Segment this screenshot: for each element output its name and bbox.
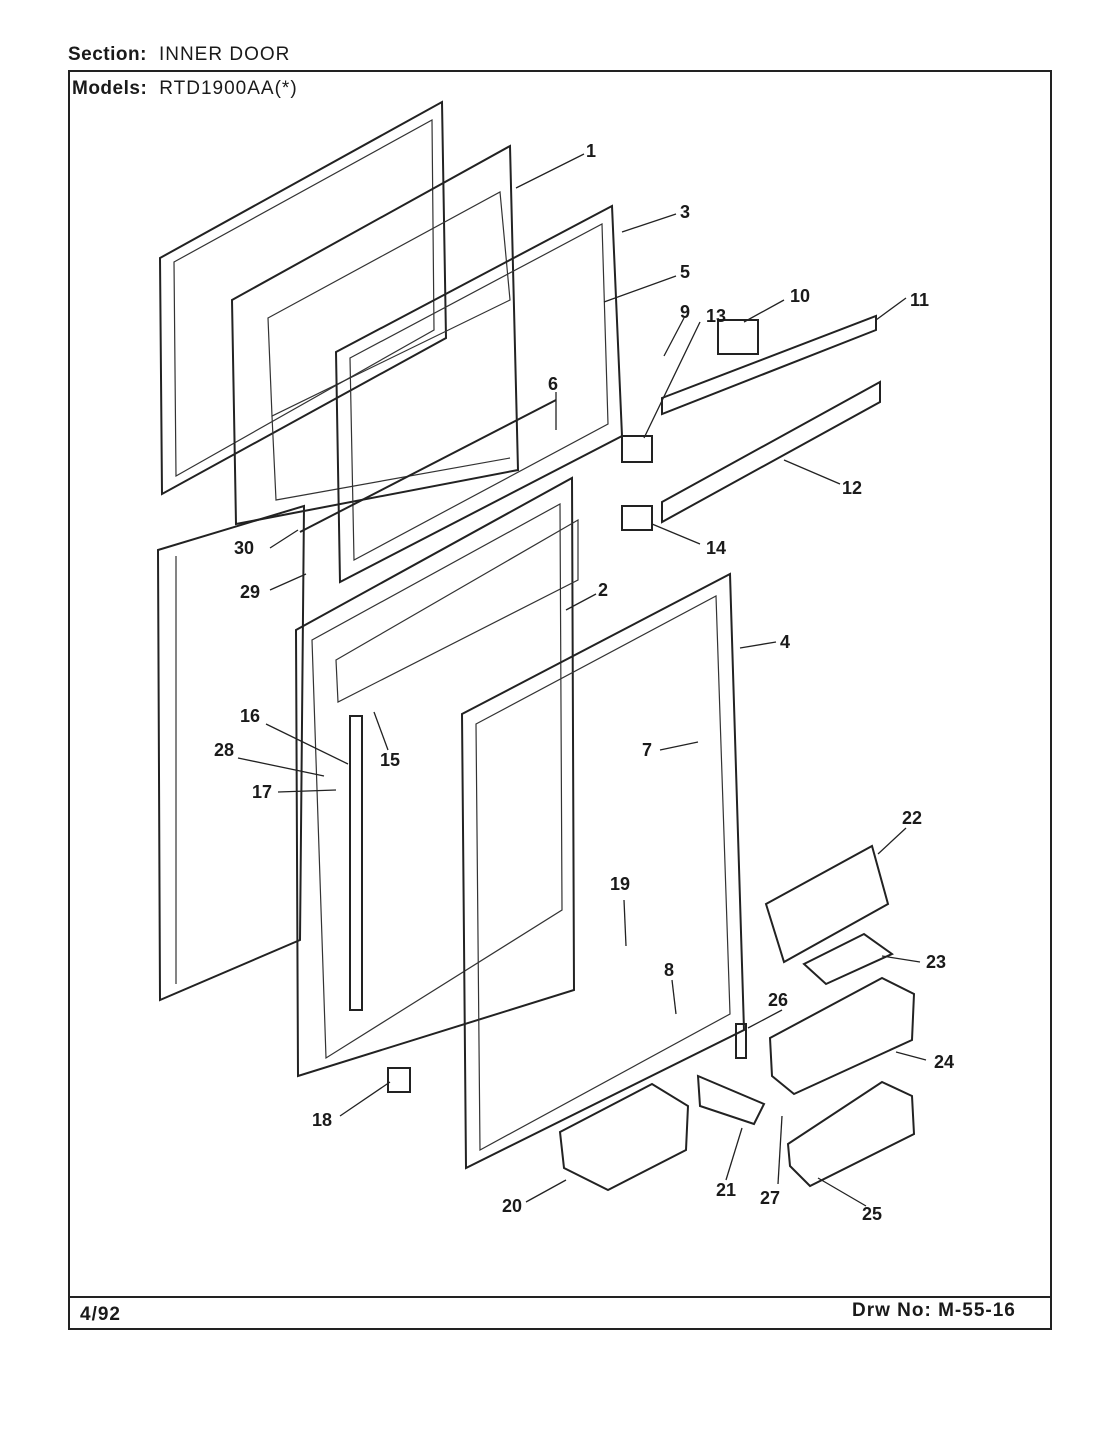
egg-tray-20 [558,1082,690,1192]
callout-30: 30 [234,538,254,558]
footer-drawing-number: Drw No: M-55-16 [852,1300,1016,1321]
callout-21: 21 [716,1180,736,1200]
models-header: Models: RTD1900AA(*) [72,78,298,100]
callout-1: 1 [586,141,596,161]
callout-11: 11 [910,290,929,310]
freezer-outer-door-panel [158,100,448,496]
callout-6: 6 [548,374,558,394]
footer-divider [70,1296,1050,1298]
fresh-food-gasket [460,572,746,1170]
door-hinge-strip [349,715,363,1011]
section-value: INNER DOOR [158,44,291,65]
callout-20: 20 [502,1196,522,1216]
callout-7: 7 [642,740,652,760]
callout-27: 27 [760,1188,780,1208]
callout-17: 17 [252,782,272,802]
callout-8: 8 [664,960,674,980]
callout-15: 15 [380,750,400,770]
callout-2: 2 [598,580,608,600]
fresh-food-inner-liner [294,476,579,1078]
callout-14: 14 [706,538,726,558]
bin-divider-21 [696,1074,766,1126]
shelf-rail-lower [661,380,881,524]
shelf-rail-upper [661,314,877,416]
door-bin-24 [768,976,916,1096]
callout-5: 5 [680,262,690,282]
callout-13: 13 [706,306,726,326]
rail-end-cap-14 [621,505,653,531]
callout-29: 29 [240,582,260,602]
end-cap-18 [387,1067,411,1093]
callout-12: 12 [842,478,862,498]
rail-end-cap-13 [621,435,653,463]
callout-22: 22 [902,808,922,828]
callout-19: 19 [610,874,630,894]
callout-labels: 1 2 3 4 5 6 7 8 9 10 11 12 13 14 15 16 1… [214,141,954,1224]
fresh-food-outer-door-panel [156,504,306,1002]
callout-24: 24 [934,1052,954,1072]
callout-26: 26 [768,990,788,1010]
section-header: Section: INNER DOOR [68,44,290,66]
rail-end-bracket-10 [717,319,759,355]
dairy-tray-23 [802,932,894,986]
section-label: Section: [68,44,147,65]
callout-9: 9 [680,302,690,322]
leader-lines [237,153,927,1207]
bin-clip-26 [735,1023,747,1059]
drawing-frame [68,70,1052,1330]
freezer-inner-liner [230,144,520,526]
dairy-door-22 [764,844,890,964]
callout-16: 16 [240,706,260,726]
models-label: Models: [72,78,148,99]
footer-date: 4/92 [80,1304,121,1325]
models-value: RTD1900AA(*) [159,78,298,99]
callout-28: 28 [214,740,234,760]
callout-25: 25 [862,1204,882,1224]
callout-3: 3 [680,202,690,222]
callout-23: 23 [926,952,946,972]
callout-10: 10 [790,286,810,306]
callout-18: 18 [312,1110,332,1130]
freezer-shelf-strip [299,399,557,533]
callout-4: 4 [780,632,790,652]
freezer-gasket [334,204,624,584]
door-bin-25 [786,1080,916,1188]
